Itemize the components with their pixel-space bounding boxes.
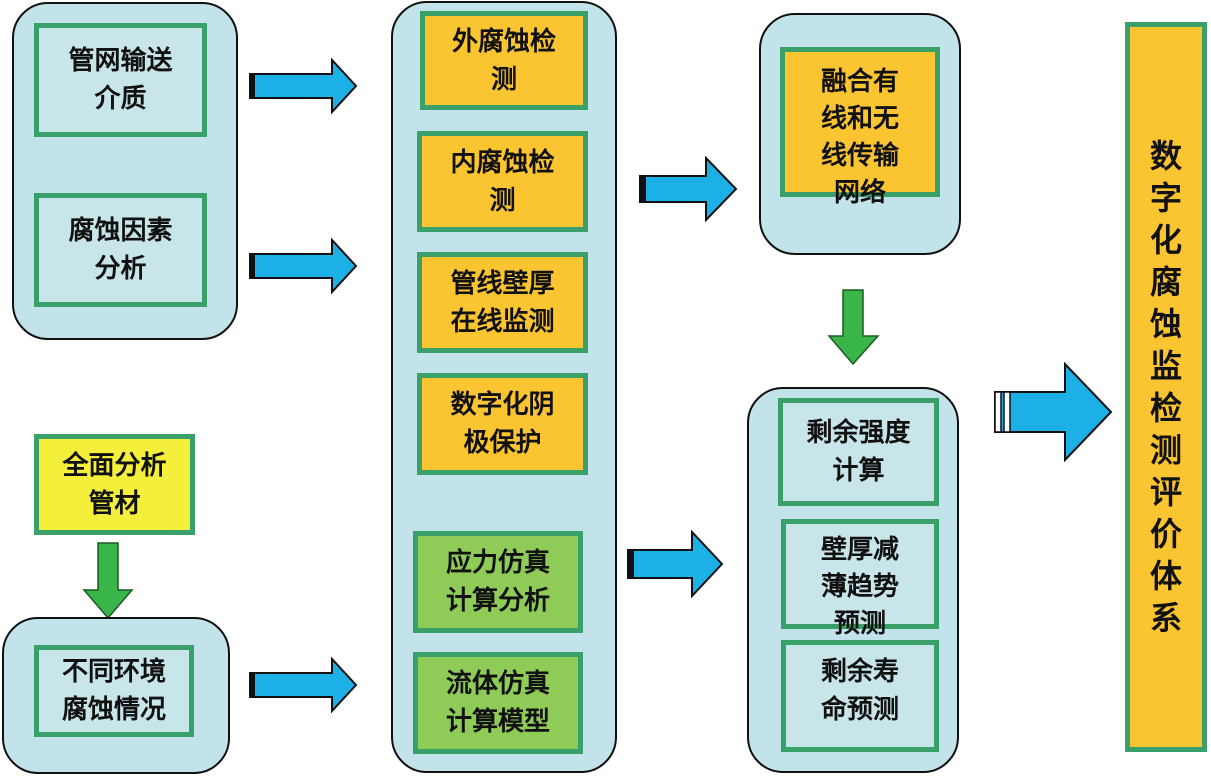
node-transmission-network: 融合有 线和无 线传输 网络 xyxy=(780,47,940,208)
node-corrosion-factors: 腐蚀因素 分析 xyxy=(34,193,207,307)
node-remaining-life: 剩余寿 命预测 xyxy=(781,640,939,752)
node-stress-simulation: 应力仿真 计算分析 xyxy=(413,531,583,633)
arrow-material-down xyxy=(82,542,134,620)
node-wall-thinning-trend: 壁厚减 薄趋势 预测 xyxy=(781,519,939,639)
node-residual-strength: 剩余强度 计算 xyxy=(778,398,939,506)
final-label: 数字化腐蚀监检测评价体系 xyxy=(1149,137,1182,637)
arrow-to-calc xyxy=(627,530,724,598)
arrow-left-mid xyxy=(249,238,358,294)
arrow-left-top xyxy=(249,58,358,114)
node-environment-corrosion: 不同环境 腐蚀情况 xyxy=(34,645,194,737)
node-digital-evaluation-system: 数字化腐蚀监检测评价体系 xyxy=(1125,22,1207,752)
node-external-corrosion: 外腐蚀检 测 xyxy=(420,11,588,110)
node-cathodic-protection: 数字化阴 极保护 xyxy=(417,373,588,475)
node-fluid-simulation: 流体仿真 计算模型 xyxy=(413,652,583,754)
arrow-to-final xyxy=(994,362,1113,462)
node-medium: 管网输送 介质 xyxy=(34,23,207,137)
node-material-analysis: 全面分析 管材 xyxy=(34,434,195,535)
node-internal-corrosion: 内腐蚀检 测 xyxy=(417,131,588,232)
arrow-network-down xyxy=(827,289,880,366)
arrow-env xyxy=(249,657,358,713)
arrow-to-network xyxy=(639,156,738,222)
node-wall-thickness-monitoring: 管线壁厚 在线监测 xyxy=(417,252,588,353)
